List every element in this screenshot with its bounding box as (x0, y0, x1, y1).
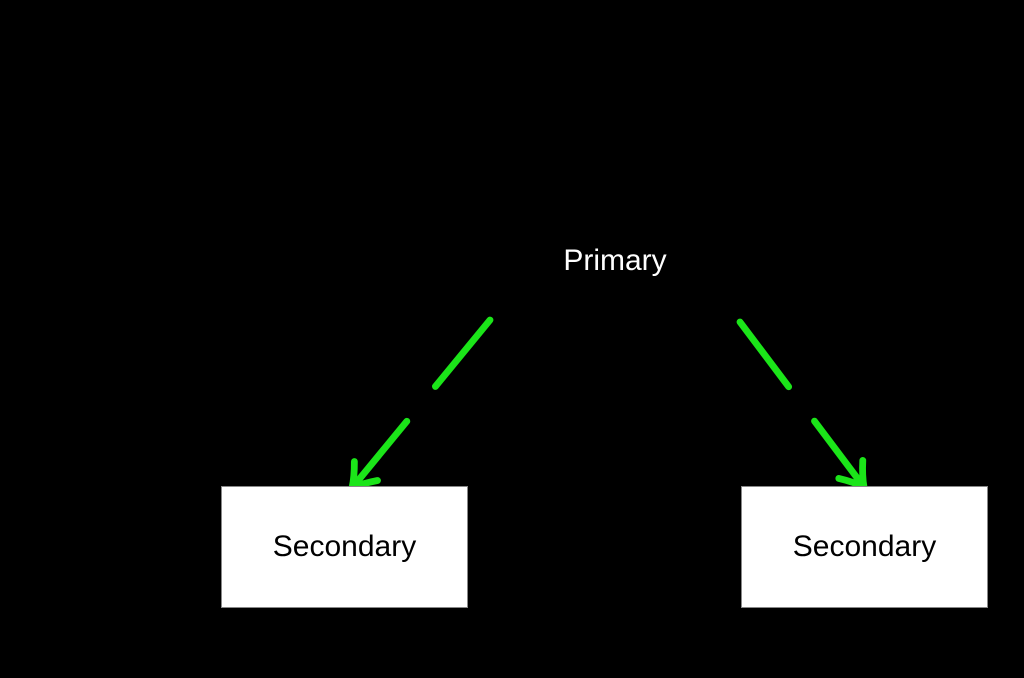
secondary-node-right: Secondary (741, 486, 988, 608)
arrow-primary-to-left-secondary (348, 316, 494, 492)
secondary-node-left: Secondary (221, 486, 468, 608)
arrow-primary-to-right-secondary (736, 318, 868, 491)
secondary-node-right-label: Secondary (792, 530, 937, 563)
primary-node-label: Primary (563, 244, 667, 277)
secondary-node-left-label: Secondary (272, 530, 417, 563)
